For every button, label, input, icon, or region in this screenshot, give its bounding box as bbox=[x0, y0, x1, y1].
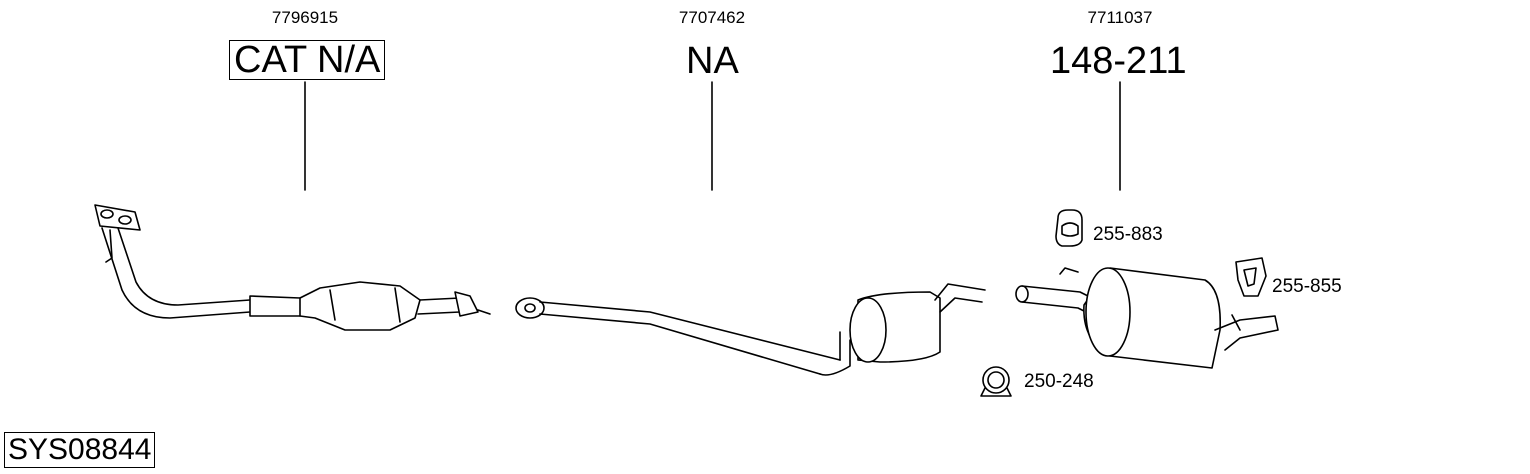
catalytic-converter-drawing bbox=[94, 204, 491, 331]
accessory-ref-255-883: 255-883 bbox=[1093, 224, 1163, 245]
rubber-mount-drawing-1 bbox=[1055, 209, 1083, 247]
rear-silencer-drawing bbox=[1015, 267, 1279, 369]
oem-number-rear: 7711037 bbox=[1087, 8, 1153, 27]
part-ref-rear: 148-211 bbox=[1050, 40, 1187, 82]
oem-number-cat: 7796915 bbox=[271, 8, 339, 27]
part-ref-cat: CAT N/A bbox=[229, 40, 386, 80]
system-code: SYS08844 bbox=[4, 432, 156, 468]
middle-silencer-drawing bbox=[515, 283, 986, 376]
accessory-ref-255-855: 255-855 bbox=[1272, 276, 1342, 297]
pipe-clamp-drawing bbox=[980, 366, 1012, 397]
part-ref-mid: NA bbox=[686, 40, 739, 82]
rubber-mount-drawing-2 bbox=[1235, 257, 1267, 297]
accessory-ref-250-248: 250-248 bbox=[1024, 371, 1094, 392]
oem-number-mid: 7707462 bbox=[678, 8, 746, 27]
